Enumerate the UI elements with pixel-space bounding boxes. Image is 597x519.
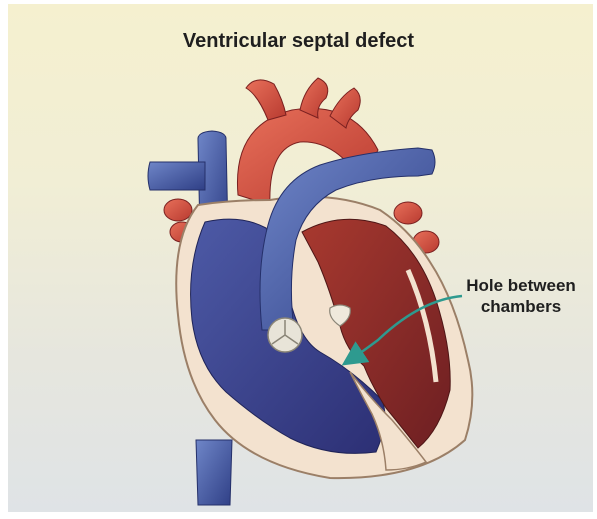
figure-title: Ventricular septal defect xyxy=(0,30,597,53)
pulmonary-vein-left-1 xyxy=(164,199,192,221)
callout-label-line-2: chambers xyxy=(446,296,596,317)
inferior-vena-cava xyxy=(196,440,232,505)
aortic-branch-1 xyxy=(246,80,286,120)
pulmonary-vein-right-1 xyxy=(394,202,422,224)
valve xyxy=(268,318,302,352)
vein-stub-left xyxy=(148,162,205,190)
callout-label-line-1: Hole between xyxy=(446,275,596,296)
callout-label: Hole between chambers xyxy=(446,275,596,317)
